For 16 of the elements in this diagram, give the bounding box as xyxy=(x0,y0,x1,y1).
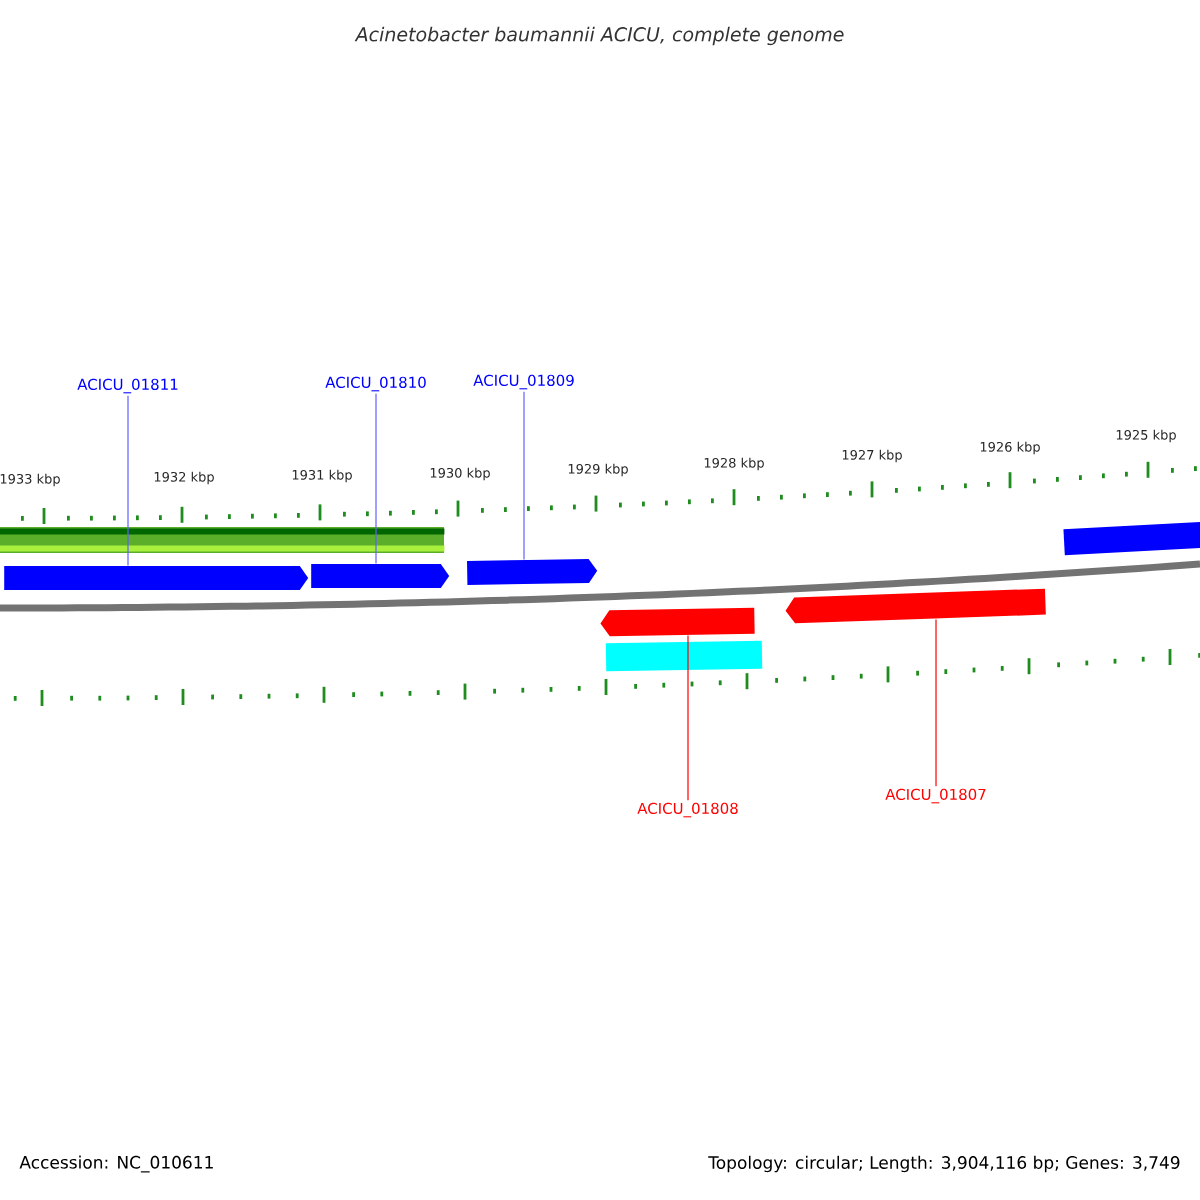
gene-feature xyxy=(467,558,598,586)
gene-feature xyxy=(311,564,450,588)
leader-line xyxy=(127,395,129,567)
title: Acinetobacter baumannii ACICU, complete genome xyxy=(354,26,844,46)
gene-feature xyxy=(4,566,309,590)
leader-line xyxy=(523,391,525,561)
accession-text: Accession: NC_010611 xyxy=(19,1155,213,1173)
gene-bar xyxy=(0,527,445,553)
gene-bar xyxy=(1063,520,1200,556)
genome-info-text: Topology: circular; Length: 3,904,116 bp; Genes: 3,749 xyxy=(708,1155,1180,1173)
gene-feature xyxy=(785,588,1046,624)
leader-line xyxy=(375,393,377,565)
gene-bar xyxy=(605,640,763,672)
gene-feature xyxy=(600,607,755,637)
leader-line xyxy=(935,618,937,787)
leader-line xyxy=(687,634,689,801)
